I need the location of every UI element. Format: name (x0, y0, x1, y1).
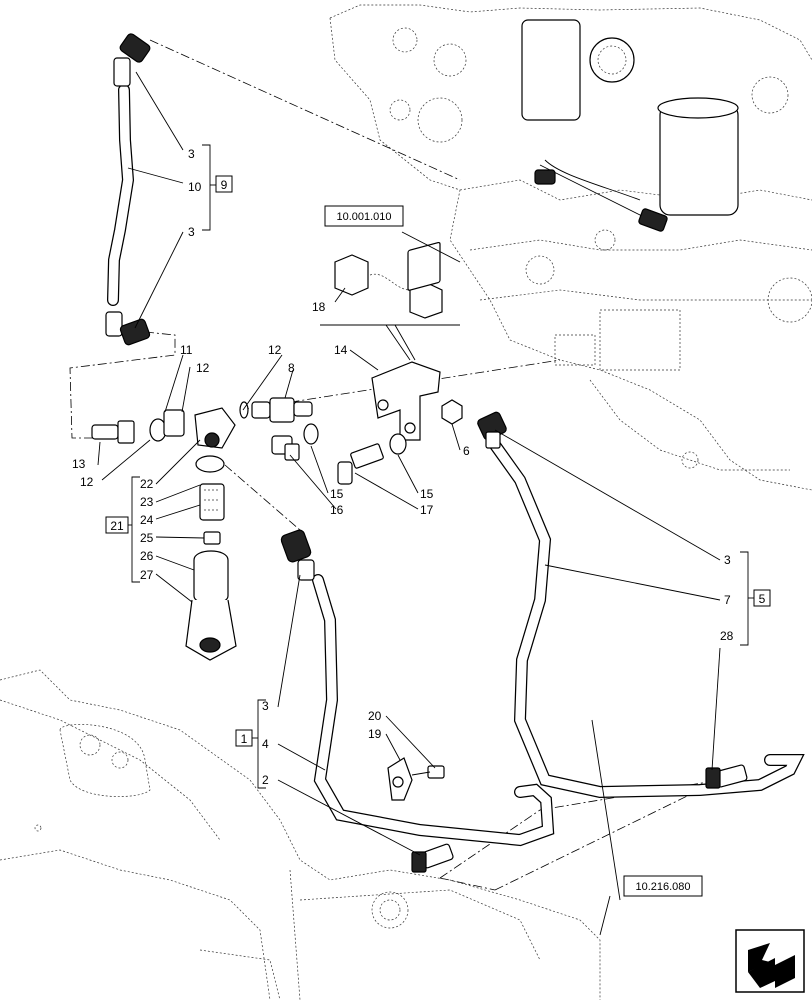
callout-14: 14 (334, 343, 348, 357)
callout-15-b: 15 (420, 487, 434, 501)
engine-reference-box[interactable]: 10.001.010 (324, 205, 404, 227)
callout-22: 22 (140, 477, 154, 491)
callout-8: 8 (288, 361, 295, 375)
bolts-and-washers (271, 399, 463, 485)
elbow-connector-top (113, 33, 151, 87)
group-label-21: 21 (110, 519, 124, 533)
callout-12-c: 12 (80, 475, 94, 489)
callout-12-b: 12 (268, 343, 282, 357)
callout-2: 2 (262, 773, 269, 787)
filter-head-parts (91, 397, 313, 449)
callout-3-top: 3 (188, 147, 195, 161)
callout-numbers: 3 10 3 11 12 12 8 14 18 13 12 22 23 24 2… (72, 147, 734, 787)
filter-bowl-stack (185, 455, 237, 661)
connector-part-3-center (280, 529, 315, 581)
callout-7: 7 (724, 593, 731, 607)
callout-4: 4 (262, 737, 269, 751)
group-brackets (126, 144, 754, 789)
callout-26: 26 (140, 549, 154, 563)
callout-23: 23 (140, 495, 154, 509)
callout-6: 6 (463, 444, 470, 458)
hose-assembly-1 (280, 529, 555, 873)
callout-18: 18 (312, 300, 326, 314)
leader-lines (97, 71, 721, 936)
group-label-5: 5 (759, 592, 766, 606)
hose-assembly-9 (105, 33, 151, 346)
group-box-1: 1 (235, 729, 253, 747)
tank-reference-box[interactable]: 10.216.080 (623, 875, 703, 897)
callout-16: 16 (330, 503, 344, 517)
clamp-part-19 (387, 757, 445, 801)
callout-27: 27 (140, 568, 154, 582)
callout-3-right: 3 (724, 553, 731, 567)
callout-20: 20 (368, 709, 382, 723)
elbow-connector-bottom (105, 311, 151, 346)
callout-17: 17 (420, 503, 434, 517)
callout-28: 28 (720, 629, 734, 643)
routing-lines (69, 39, 721, 891)
group-box-21: 21 (105, 516, 129, 534)
callout-24: 24 (140, 513, 154, 527)
bracket-part-14 (371, 241, 441, 441)
callout-12-a: 12 (196, 361, 210, 375)
connector-part-2 (411, 843, 454, 873)
group-label-9: 9 (221, 178, 228, 192)
clip-part-18 (334, 254, 443, 319)
callout-19: 19 (368, 727, 382, 741)
callout-25: 25 (140, 531, 154, 545)
tank-reference-label: 10.216.080 (635, 881, 690, 893)
fuel-tank-illustration (0, 669, 601, 1000)
group-box-9: 9 (215, 175, 233, 193)
group-label-1: 1 (241, 732, 248, 746)
callout-3-mid: 3 (188, 225, 195, 239)
callout-3-center: 3 (262, 699, 269, 713)
callout-13: 13 (72, 457, 86, 471)
hose-assembly-5 (477, 411, 805, 799)
engine-illustration (329, 4, 812, 491)
callout-10: 10 (188, 180, 202, 194)
engine-reference-label: 10.001.010 (336, 211, 391, 223)
callout-11: 11 (180, 343, 193, 357)
return-arrow-icon[interactable] (735, 929, 805, 993)
connector-part-3-right (477, 411, 507, 449)
callout-15-a: 15 (330, 487, 344, 501)
connector-part-28 (705, 764, 748, 789)
group-box-5: 5 (753, 589, 771, 607)
